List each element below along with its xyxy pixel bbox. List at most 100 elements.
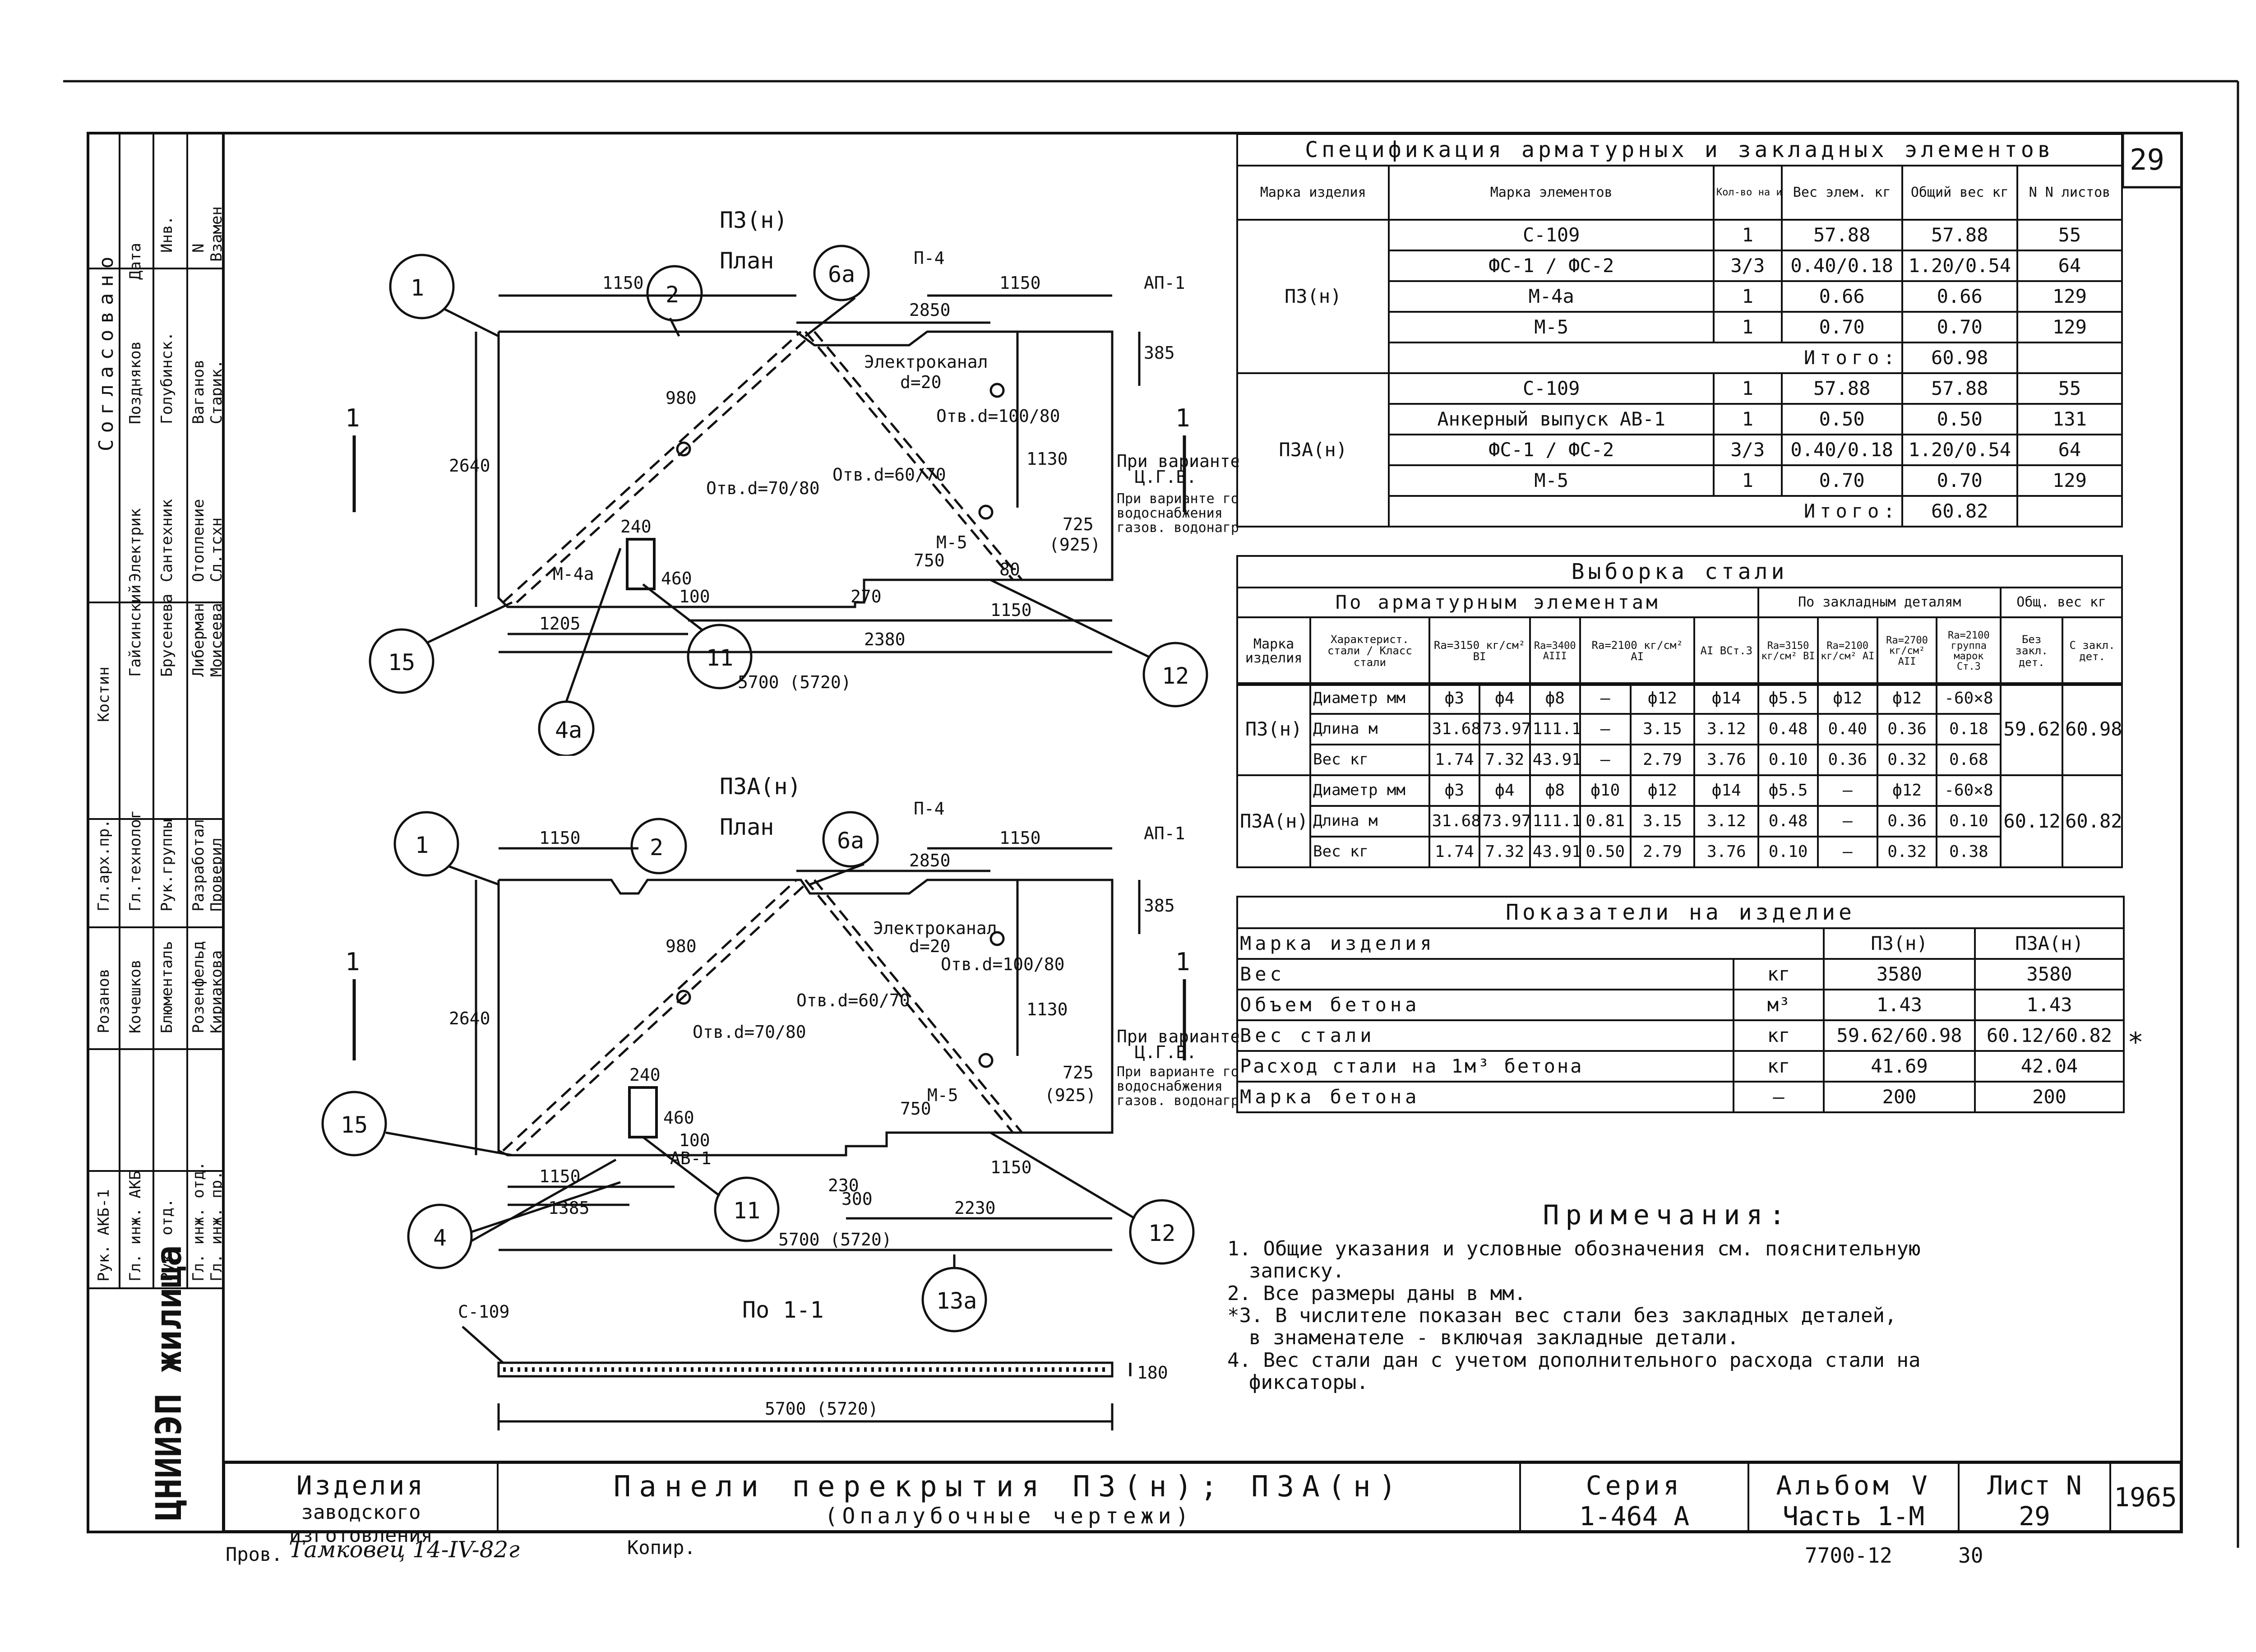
stamp-year: 1965 — [2109, 1462, 2182, 1532]
sidebar-name-3: Ваганов — [190, 359, 208, 424]
steel-cell: ф10 — [1579, 774, 1632, 807]
plan1-callout-12: 12 — [1162, 663, 1189, 689]
steel-cell: 43.91 — [1529, 744, 1581, 776]
sidebar-prov-a4: Разработал — [190, 819, 208, 912]
plan2-d1150b: 1150 — [999, 828, 1041, 848]
steel-cell: ф14 — [1693, 774, 1760, 807]
plan2-d1150d: 1150 — [990, 1157, 1032, 1177]
steel-cell: 3.15 — [1629, 713, 1696, 745]
steel-h-char: Характерист. стали / Класс стали — [1309, 616, 1430, 686]
steel-cell: Вес кг — [1309, 744, 1430, 776]
steel-h-mark: Марка изделия — [1236, 616, 1312, 686]
steel-cell: 0.10 — [1757, 744, 1819, 776]
plan1-callout-1: 1 — [411, 275, 424, 301]
plan2-otv100: Отв.d=100/80 — [941, 954, 1065, 974]
steel-cell: Длина м — [1309, 805, 1430, 838]
sidebar-head-3: N — [190, 243, 208, 253]
indicators-title: Показатели на изделие — [1236, 896, 2125, 929]
section-dim-h: 180 — [1137, 1363, 1168, 1383]
steel-cell: 0.32 — [1876, 836, 1938, 868]
plan1-elkanal: Электроканал — [864, 352, 988, 372]
steel-cell: 1.74 — [1428, 836, 1481, 868]
steel-cell: 3.76 — [1693, 744, 1760, 776]
plan2-d2640: 2640 — [449, 1009, 490, 1028]
steel-cell: — — [1579, 682, 1632, 715]
steel-cell: ф5.5 — [1757, 774, 1819, 807]
sidebar-role-a3: Брусенева — [158, 593, 176, 677]
plan2-var2b: водоснабжения — [1117, 1078, 1223, 1094]
note-line: 4. Вес стали дан с учетом дополнительног… — [1227, 1348, 1921, 1372]
steel-cell: ф12 — [1629, 682, 1696, 715]
plan2-d750: 750 — [900, 1099, 931, 1119]
plan2-d1150a: 1150 — [539, 828, 581, 848]
plan1-d385: 385 — [1144, 343, 1175, 363]
plan2-otv70: Отв.d=70/80 — [693, 1022, 806, 1042]
steel-cell: 3.12 — [1693, 713, 1760, 745]
plan1-var2c: газов. водонагр. — [1117, 520, 1239, 536]
plan2-var2: При варианте гор. — [1117, 1064, 1239, 1080]
plan1-d2640: 2640 — [449, 456, 490, 476]
steel-title: Выборка стали — [1236, 555, 2123, 588]
steel-sub-zakl: По закладным деталям — [1757, 587, 2002, 618]
steel-cell: 0.38 — [1936, 836, 2002, 868]
notes-title: Примечания: — [1543, 1199, 1792, 1231]
plan1-d5700: 5700 (5720) — [738, 672, 851, 692]
plan2-elkanal: Электроканал — [873, 918, 997, 938]
plan1-otv60: Отв.d=60/70 — [832, 465, 946, 485]
plan1-d1130: 1130 — [1026, 449, 1068, 469]
steel-total-without: 60.12 — [2000, 774, 2064, 868]
plan2-callout-2: 2 — [650, 834, 663, 861]
steel-cell: 73.97 — [1479, 805, 1531, 838]
plan-drawing-1: П3(н) План 1 2 6а 11 12 15 4а П-4 АП-1 Э… — [345, 207, 1239, 756]
plan2-d385: 385 — [1144, 896, 1175, 916]
steel-cell: 0.36 — [1817, 744, 1878, 776]
steel-cell: 31.68 — [1428, 805, 1481, 838]
notes-block: Примечания: 1. Общие указания и условные… — [1227, 1200, 2107, 1393]
steel-row-mark: П3(н) — [1236, 682, 1312, 776]
spec-total-row: Итого:60.98 — [1237, 342, 2123, 374]
steel-cell: 7.32 — [1479, 836, 1531, 868]
steel-cell: 73.97 — [1479, 713, 1531, 745]
steel-cell: ф12 — [1817, 682, 1878, 715]
plan1-callout-11: 11 — [706, 645, 733, 671]
sidebar-head-1: Дата — [126, 243, 144, 280]
steel-cell: — — [1579, 713, 1632, 745]
steel-cell: 2.79 — [1629, 836, 1696, 868]
plan2-d20: d=20 — [909, 936, 951, 956]
plan2-d1130: 1130 — [1026, 1000, 1068, 1019]
plan2-callout-4: 4 — [433, 1225, 447, 1251]
steel-cell: ф4 — [1479, 682, 1531, 715]
steel-cell: 0.32 — [1876, 744, 1938, 776]
sidebar-prov-b4: Розенфельд — [190, 941, 208, 1033]
plan2-d1150c: 1150 — [539, 1166, 581, 1186]
plan1-callout-2: 2 — [666, 282, 679, 308]
plan1-d1150c: 1150 — [990, 600, 1032, 620]
sidebar-prov-b1: Розанов — [95, 968, 113, 1033]
section-dim-len: 5700 (5720) — [765, 1399, 878, 1419]
steel-total-with: 60.82 — [2062, 774, 2123, 868]
spec-h-elements: Марка элементов — [1388, 165, 1715, 221]
steel-cell: 1.74 — [1428, 744, 1481, 776]
stamp-series: 1-464 А — [1579, 1501, 1690, 1532]
spec-h-qty: Кол-во на изд. шт. — [1712, 165, 1783, 221]
plan1-d100: 100 — [679, 587, 710, 606]
steel-cell: 3.15 — [1629, 805, 1696, 838]
plan2-d2230: 2230 — [954, 1198, 996, 1218]
plan1-var1: При варианте — [1117, 451, 1239, 471]
section-title: По 1-1 — [742, 1297, 824, 1323]
plan2-section-r: 1 — [1175, 948, 1190, 976]
bottom-page: 30 — [1958, 1543, 1983, 1568]
bottom-code: 7700-12 — [1805, 1543, 1892, 1568]
steel-cell: -60×8 — [1936, 774, 2002, 807]
steel-cell: ф8 — [1529, 774, 1581, 807]
steel-cell: 0.48 — [1757, 713, 1819, 745]
note-line: 2. Все размеры даны в мм. — [1227, 1282, 1526, 1305]
steel-cell: ф4 — [1479, 774, 1531, 807]
sidebar-role-b2: Сантехник — [158, 499, 176, 582]
sidebar-bottom-4: Гл. инж. отд. — [190, 1161, 208, 1282]
sidebar-prov-a3: Рук.группы — [158, 819, 176, 912]
steel-sub-total: Общ. вес кг — [2000, 587, 2123, 618]
